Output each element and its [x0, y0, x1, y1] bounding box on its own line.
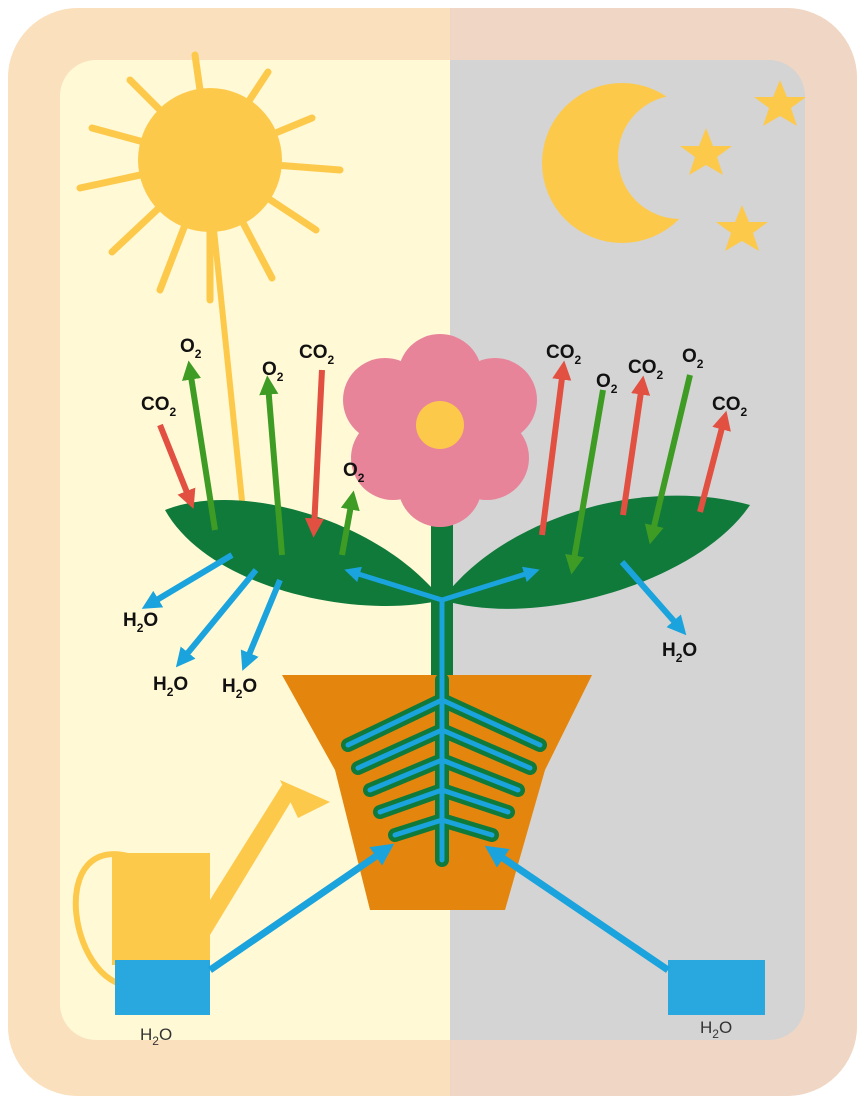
right-water: [668, 960, 765, 1015]
left-water: [115, 960, 210, 1015]
